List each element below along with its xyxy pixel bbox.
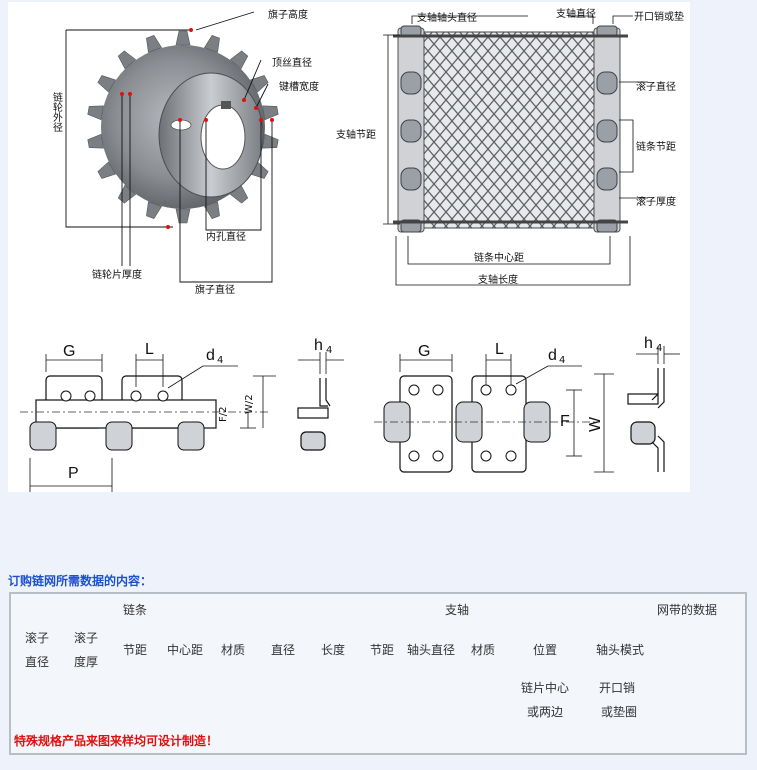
chain-right-F: F	[560, 413, 570, 430]
chain-right-L: L	[495, 341, 504, 358]
position-option-1: 链片中心	[521, 681, 570, 695]
mode-option-1: 开口销	[599, 681, 636, 695]
col-roller-thick-2: 度厚	[74, 655, 99, 669]
technical-drawings: 旗子高度 顶丝直径 键槽宽度 内孔直径 链轮片厚度 旗子直径 链轮外径	[20, 7, 684, 492]
col-diameter: 直径	[271, 643, 296, 657]
shaft-dia-label: 支轴直径	[556, 7, 596, 20]
col-roller-dia-1: 滚子	[25, 631, 50, 645]
roller-thickness-label: 滚子厚度	[636, 195, 676, 208]
col-head-dia: 轴头直径	[407, 643, 456, 657]
chain-left-G: G	[63, 343, 75, 360]
order-section-title: 订购链网所需数据的内容：	[8, 574, 153, 588]
flag-height-label: 旗子高度	[268, 8, 308, 21]
chain-left-F2: F/2	[218, 407, 229, 422]
chain-right-d-sub: 4	[559, 355, 565, 366]
sprocket-gear	[87, 30, 279, 224]
col-length: 长度	[321, 643, 346, 657]
bore-dia-label: 内孔直径	[206, 230, 246, 243]
col-center-dist: 中心距	[167, 643, 204, 657]
chain-right-h-sub: 4	[656, 343, 662, 354]
shaft-head-dia-label: 支轴轴头直径	[417, 11, 477, 24]
roller-dia-label: 滚子直径	[636, 80, 676, 93]
chain-right-G: G	[418, 343, 430, 360]
top-wire-dia-label: 顶丝直径	[272, 56, 312, 69]
col-position: 位置	[533, 643, 558, 657]
cotter-washer-label: 开口销或垫	[634, 10, 684, 23]
chain-left-h: h	[314, 337, 323, 354]
chain-diagram-right: G L d 4 F W h 4	[374, 335, 680, 473]
chain-right-h: h	[644, 335, 653, 352]
chain-left-P: P	[68, 465, 79, 482]
flag-dia-label: 旗子直径	[195, 283, 235, 296]
outer-dia-label: 链轮外径	[51, 91, 63, 132]
col-roller-thick-1: 滚子	[74, 631, 99, 645]
chain-pitch-label: 链条节距	[636, 140, 676, 153]
diagram-panel: 旗子高度 顶丝直径 键槽宽度 内孔直径 链轮片厚度 旗子直径 链轮外径	[8, 2, 690, 492]
col-head-mode: 轴头模式	[596, 643, 645, 657]
group-chain: 链条	[123, 603, 148, 617]
col-roller-dia-2: 直径	[25, 655, 50, 669]
custom-spec-note: 特殊规格产品来图来样均可设计制造！	[14, 734, 219, 748]
chain-left-W2: W/2	[244, 394, 255, 414]
chain-right-W: W	[587, 416, 604, 432]
position-option-2: 或两边	[527, 705, 564, 719]
group-shaft: 支轴	[445, 603, 470, 617]
chain-center-label: 链条中心距	[474, 251, 524, 264]
col-shaft-material: 材质	[471, 643, 496, 657]
order-data-table: 链条 支轴 网带的数据 滚子 直径 滚子 度厚 节距 中心距 材质 直径 长度 …	[9, 592, 747, 755]
keyway-width-label: 键槽宽度	[279, 80, 319, 93]
chain-left-h-sub: 4	[326, 345, 332, 356]
chain-right-d: d	[548, 347, 557, 364]
shaft-length-label: 支轴长度	[478, 273, 518, 286]
chain-left-L: L	[145, 341, 154, 358]
shaft-pitch-label: 支轴节距	[336, 128, 376, 141]
mesh-rollers	[400, 25, 618, 233]
mode-option-2: 或垫圈	[601, 705, 638, 719]
col-pitch: 节距	[123, 643, 148, 657]
chain-left-d: d	[206, 347, 215, 364]
group-belt: 网带的数据	[657, 603, 718, 617]
mesh-belt-drawing: 支轴轴头直径 支轴直径 开口销或垫 滚子直径 支轴节距 链条节距 滚子厚度 链条…	[336, 7, 684, 286]
chain-left-d-sub: 4	[217, 355, 223, 366]
sprocket-thickness-label: 链轮片厚度	[92, 268, 142, 281]
col-material: 材质	[221, 643, 246, 657]
chain-diagram-left: G L d 4 P F/2 W/2 h 4	[20, 337, 344, 492]
col-shaft-pitch: 节距	[370, 643, 395, 657]
sprocket-drawing: 旗子高度 顶丝直径 键槽宽度 内孔直径 链轮片厚度 旗子直径 链轮外径	[51, 8, 320, 296]
